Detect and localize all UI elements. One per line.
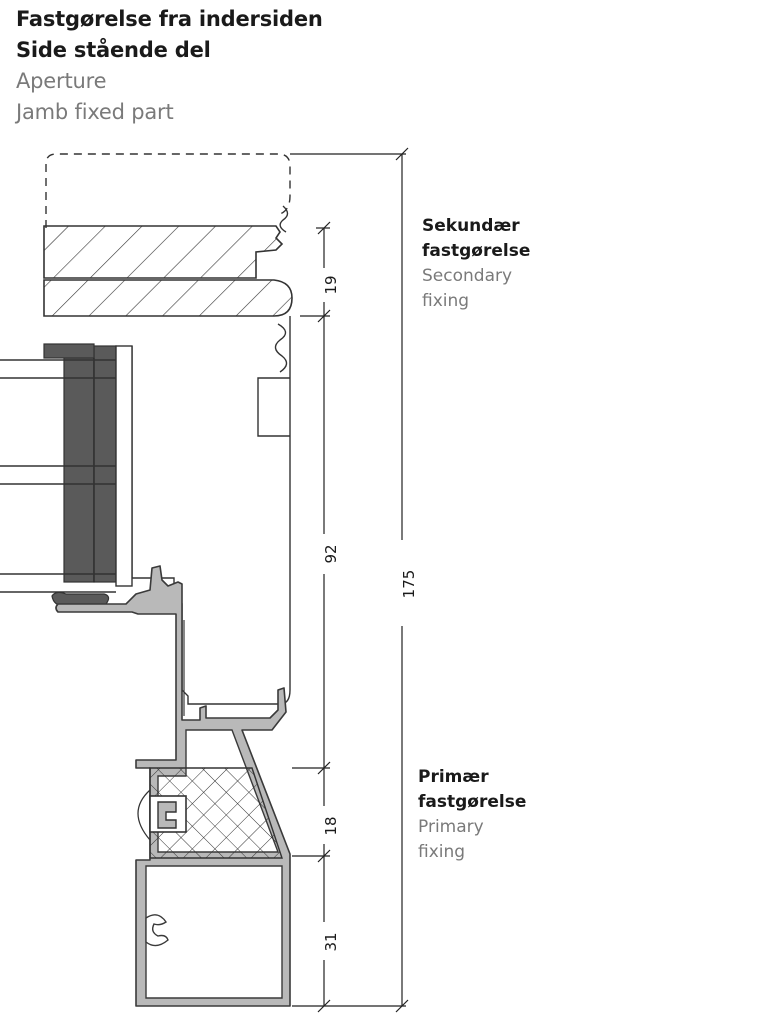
dim-18: 18 <box>322 816 340 835</box>
dim-31: 31 <box>322 932 340 951</box>
title-english-line-1: Aperture <box>16 69 107 93</box>
dim-92: 92 <box>322 544 340 563</box>
wall-edge-wavy-lower <box>274 323 288 373</box>
title-danish-line-1: Fastgørelse fra indersiden <box>16 7 323 31</box>
frame-outline <box>131 316 291 705</box>
glass-pane-inner <box>93 345 117 583</box>
dim-19: 19 <box>322 275 340 294</box>
secondary-fixing-en-1: Secondary <box>422 266 513 286</box>
primary-fixing-note: Primær fastgørelse Primary fixing <box>418 765 526 865</box>
title-danish-line-2: Side stående del <box>16 38 211 62</box>
dimension-lines <box>290 147 409 1013</box>
profile-hollow-bottom <box>145 865 283 999</box>
secondary-fixing-en-2: fixing <box>422 291 470 311</box>
primary-fixing-en-1: Primary <box>418 817 484 837</box>
wall-edge-wavy-upper <box>279 205 289 233</box>
primary-fixing-da-2: fastgørelse <box>418 792 527 812</box>
secondary-fixing-da-2: fastgørelse <box>422 241 531 261</box>
glass-seal-top <box>43 343 95 359</box>
primary-fixing-da-1: Primær <box>418 767 489 787</box>
title-english-line-2: Jamb fixed part <box>16 100 174 124</box>
fixing-clip-arc <box>137 789 151 841</box>
dim-175: 175 <box>400 570 418 599</box>
secondary-fixing-da-1: Sekundær <box>422 216 520 236</box>
timber-block-upper <box>43 225 284 279</box>
frame-rebate <box>257 377 290 437</box>
glass-pane-outer <box>63 345 95 583</box>
glass-bead <box>115 345 133 587</box>
wall-outline-dashed <box>45 153 291 228</box>
secondary-fixing-note: Sekundær fastgørelse Secondary fixing <box>422 214 530 314</box>
profile-hook <box>145 914 169 947</box>
primary-fixing-en-2: fixing <box>418 842 466 862</box>
timber-block-lower <box>43 279 293 317</box>
